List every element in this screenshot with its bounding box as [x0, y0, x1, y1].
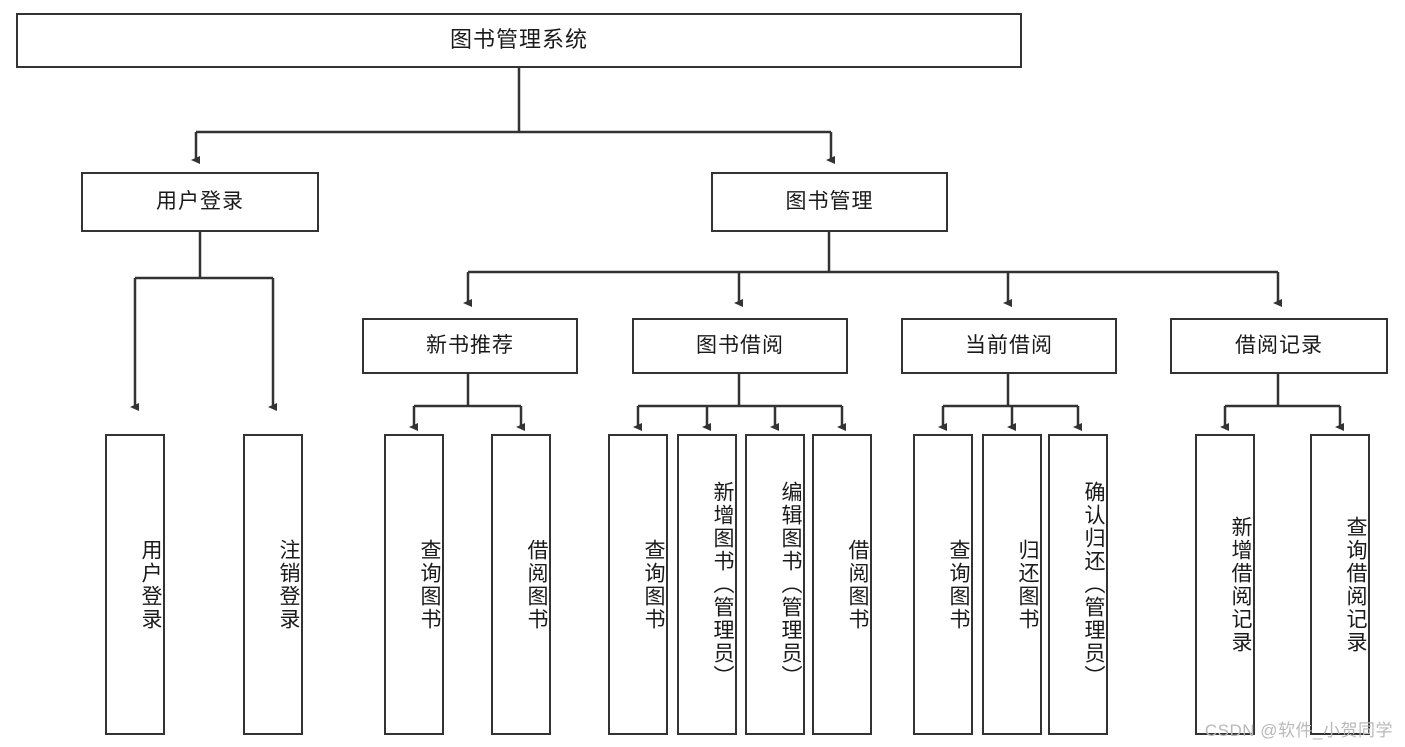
- node-book-borrow[interactable]: 图书借阅: [632, 318, 848, 374]
- node-user-login[interactable]: 用户登录: [81, 172, 319, 232]
- node-label: 借阅记录: [1235, 334, 1323, 358]
- node-label: 用户登录: [139, 538, 162, 631]
- node-book-manage[interactable]: 图书管理: [711, 172, 948, 232]
- node-new-book-recommend[interactable]: 新书推荐: [362, 318, 578, 374]
- node-label: 新书推荐: [426, 334, 514, 358]
- node-label: 用户登录: [156, 190, 244, 214]
- node-label: 新增图书（管理员）: [711, 481, 734, 688]
- node-borrow-record[interactable]: 借阅记录: [1170, 318, 1388, 374]
- node-root-system[interactable]: 图书管理系统: [16, 13, 1022, 68]
- csdn-watermark: CSDN @软件_小贺同学: [1204, 721, 1393, 740]
- node-label: 归还图书: [1016, 538, 1039, 631]
- node-leaf-query-book-2[interactable]: 查询图书: [608, 434, 668, 735]
- node-label: 借阅图书: [846, 538, 869, 631]
- node-label: 新增借阅记录: [1229, 515, 1252, 654]
- node-leaf-return-book[interactable]: 归还图书: [982, 434, 1042, 735]
- node-leaf-edit-book[interactable]: 编辑图书（管理员）: [745, 434, 805, 735]
- node-label: 注销登录: [277, 538, 300, 631]
- node-label: 查询借阅记录: [1344, 515, 1367, 654]
- node-leaf-logout-login[interactable]: 注销登录: [243, 434, 303, 735]
- node-label: 图书借阅: [696, 334, 784, 358]
- node-leaf-add-book[interactable]: 新增图书（管理员）: [677, 434, 737, 735]
- node-label: 查询图书: [418, 538, 441, 631]
- node-label: 编辑图书（管理员）: [779, 481, 802, 688]
- node-label: 图书管理系统: [449, 27, 588, 53]
- node-leaf-query-book-1[interactable]: 查询图书: [384, 434, 444, 735]
- node-leaf-borrow-book-1[interactable]: 借阅图书: [491, 434, 551, 735]
- node-leaf-query-record[interactable]: 查询借阅记录: [1310, 434, 1370, 735]
- node-current-borrow[interactable]: 当前借阅: [901, 318, 1117, 374]
- node-label: 查询图书: [642, 538, 665, 631]
- node-leaf-borrow-book-2[interactable]: 借阅图书: [812, 434, 872, 735]
- node-leaf-query-book-3[interactable]: 查询图书: [913, 434, 973, 735]
- node-leaf-confirm-return[interactable]: 确认归还（管理员）: [1048, 434, 1108, 735]
- node-label: 查询图书: [947, 538, 970, 631]
- node-leaf-add-record[interactable]: 新增借阅记录: [1195, 434, 1255, 735]
- node-label: 图书管理: [785, 190, 874, 214]
- node-label: 借阅图书: [525, 538, 548, 631]
- node-leaf-user-login[interactable]: 用户登录: [105, 434, 165, 735]
- node-label: 确认归还（管理员）: [1082, 481, 1105, 688]
- node-label: 当前借阅: [965, 334, 1053, 358]
